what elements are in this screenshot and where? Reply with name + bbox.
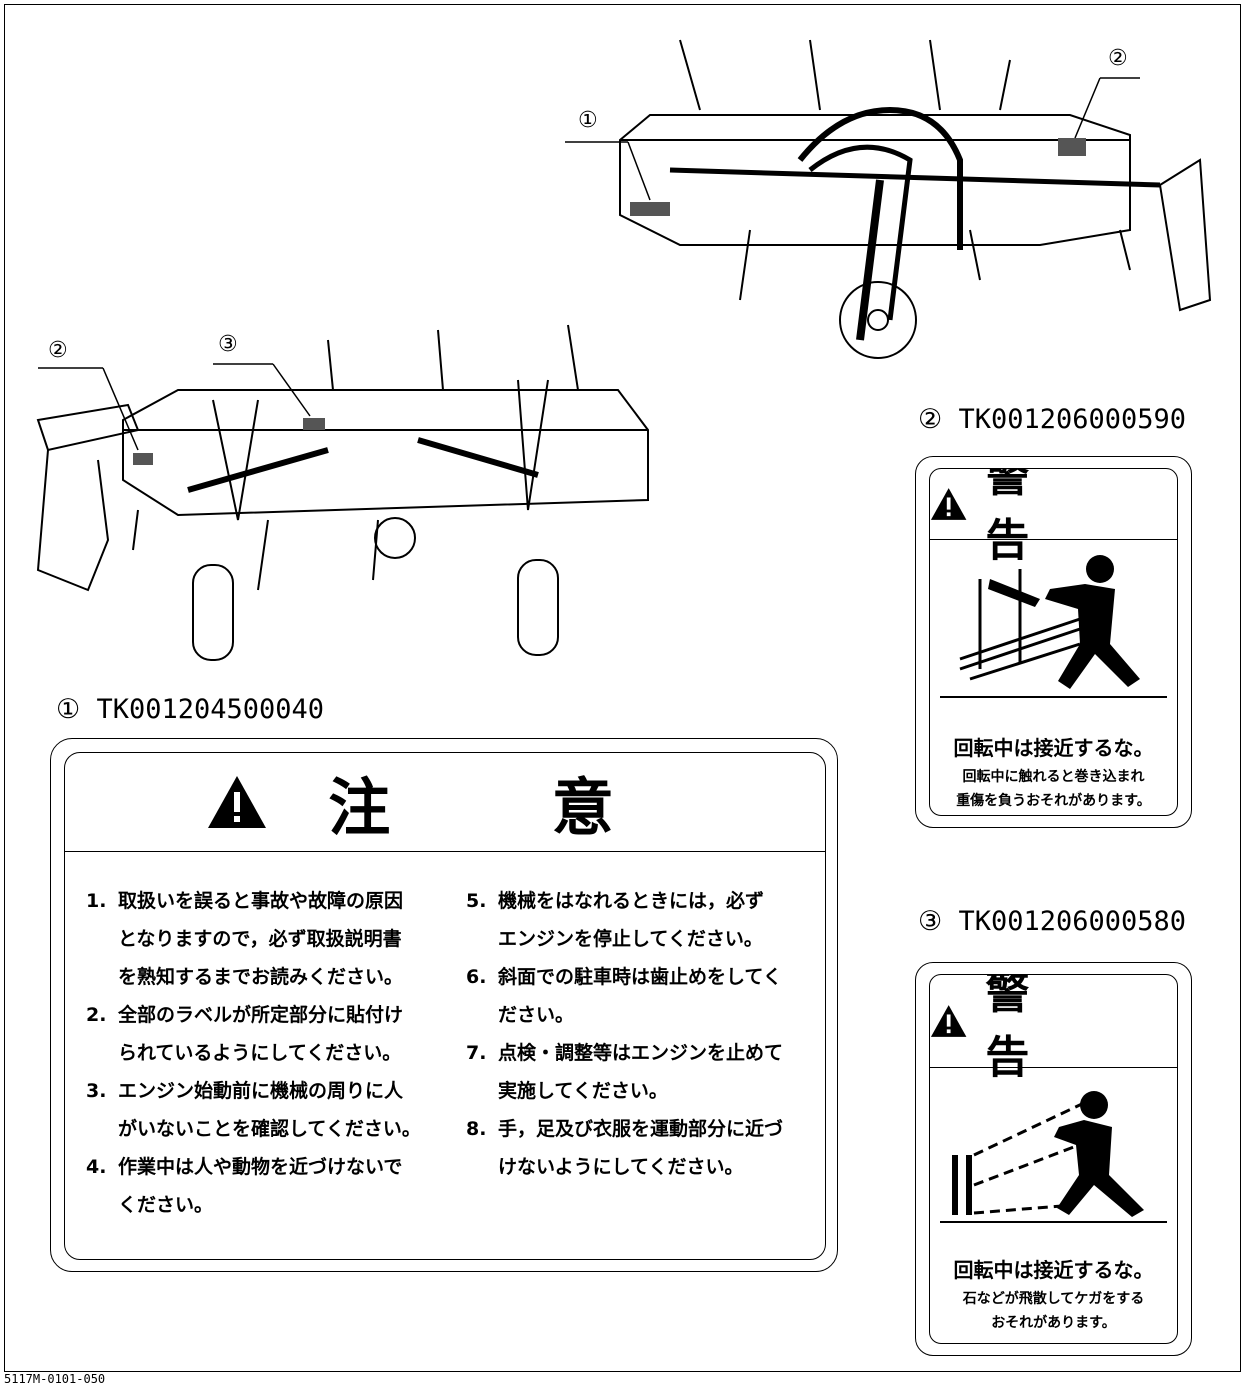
- warning-label-2-header: 警 告: [930, 469, 1177, 566]
- label-3-marker: [303, 418, 325, 430]
- warning-label-3-main: 回転中は接近するな。: [953, 1258, 1154, 1282]
- caution-item-number: 6.: [466, 966, 487, 988]
- label-1-id: ① TK001204500040: [56, 694, 325, 725]
- warning-label-3-sub1: 石などが飛散してケガをする: [962, 1291, 1145, 1307]
- warning-label-3-header: 警 告: [930, 975, 1177, 1083]
- warning-label-2-text: 回転中は接近するな。 回転中に触れると巻き込まれ 重傷を負うおそれがあります。: [930, 731, 1177, 813]
- label-2-id: ② TK001206000590: [918, 404, 1187, 435]
- document-code: 5117M-0101-050: [4, 1372, 106, 1386]
- callout-2: ②: [1108, 46, 1128, 71]
- label-3-id: ③ TK001206000580: [918, 906, 1187, 937]
- caution-item-number: 3.: [86, 1080, 107, 1102]
- warning-label-2-sub2: 重傷を負うおそれがあります。: [956, 793, 1151, 809]
- caution-item-text: 全部のラベルが所定部分に貼付け られているようにしてください。: [118, 1004, 404, 1064]
- label-1-marker: [630, 202, 670, 216]
- caution-item-text: 手，足及び衣服を運動部分に近づ けないようにしてください。: [498, 1118, 784, 1178]
- caution-item: 8. 手，足及び衣服を運動部分に近づ けないようにしてください。: [466, 1110, 783, 1186]
- caution-item-text: 作業中は人や動物を近づけないで ください。: [118, 1156, 403, 1216]
- caution-item: 4. 作業中は人や動物を近づけないで ください。: [86, 1148, 421, 1224]
- caution-item-number: 8.: [466, 1118, 487, 1140]
- caution-item: 5. 機械をはなれるときには，必ず エンジンを停止してください。: [466, 882, 783, 958]
- warning-label-2-outer: [915, 456, 1192, 828]
- caution-item: 7. 点検・調整等はエンジンを止めて 実施してください。: [466, 1034, 783, 1110]
- machine-front-illustration: [36, 324, 649, 661]
- warning-label-3: 警 告 回転中は接近するな。 石などが飛散してケガをする おそれがあります。: [929, 974, 1178, 1344]
- caution-items-left: 1. 取扱いを誤ると事故や故障の原因 となりますので，必ず取扱説明書 を熟知するま…: [86, 882, 421, 1224]
- callout-1: ①: [578, 108, 598, 133]
- caution-item-number: 2.: [86, 1004, 107, 1026]
- callout-3-left: ③: [218, 332, 238, 357]
- warning-label-2-sub1: 回転中に触れると巻き込まれ: [962, 769, 1145, 785]
- warning-triangle-icon: [930, 488, 967, 520]
- caution-label: [64, 752, 826, 1260]
- caution-item-text: 機械をはなれるときには，必ず エンジンを停止してください。: [498, 890, 765, 950]
- caution-item: 2. 全部のラベルが所定部分に貼付け られているようにしてください。: [86, 996, 421, 1072]
- caution-items-right: 5. 機械をはなれるときには，必ず エンジンを停止してください。 6. 斜面での駐車時…: [466, 882, 783, 1186]
- caution-item-number: 4.: [86, 1156, 107, 1178]
- warning-label-3-text: 回転中は接近するな。 石などが飛散してケガをする おそれがあります。: [930, 1253, 1177, 1335]
- warning-label-3-heading: 警 告: [985, 974, 1064, 1083]
- flying-debris-hazard-icon: [952, 1091, 1144, 1217]
- caution-item: 1. 取扱いを誤ると事故や故障の原因 となりますので，必ず取扱説明書 を熟知するま…: [86, 882, 421, 996]
- warning-triangle-icon: [208, 775, 267, 828]
- label-2-marker-front: [133, 453, 153, 465]
- warning-label-2: 警 告 回転中は接近するな。 回転中に触れると巻き込まれ 重傷を負うおそれがあり…: [929, 468, 1178, 816]
- caution-item-text: 斜面での駐車時は歯止めをしてく ださい。: [498, 966, 782, 1026]
- machine-rear-illustration: [565, 39, 1212, 359]
- caution-item-number: 7.: [466, 1042, 487, 1064]
- warning-label-3-sub2: おそれがあります。: [991, 1315, 1116, 1331]
- caution-item: 3. エンジン始動前に機械の周りに人 がいないことを確認してください。: [86, 1072, 421, 1148]
- caution-item-number: 1.: [86, 890, 107, 912]
- callout-2-left: ②: [48, 338, 68, 363]
- caution-item-number: 5.: [466, 890, 487, 912]
- caution-item-text: エンジン始動前に機械の周りに人 がいないことを確認してください。: [118, 1080, 421, 1140]
- page-frame: [4, 4, 1241, 1372]
- caution-heading: 注 意: [328, 770, 684, 844]
- caution-item-text: 取扱いを誤ると事故や故障の原因 となりますので，必ず取扱説明書 を熟知するまでお…: [118, 890, 404, 988]
- label-2-marker: [1058, 138, 1086, 156]
- caution-label-outer: [50, 738, 838, 1272]
- entanglement-hazard-icon: [959, 555, 1140, 689]
- caution-item: 6. 斜面での駐車時は歯止めをしてく ださい。: [466, 958, 783, 1034]
- warning-label-3-outer: [915, 962, 1192, 1356]
- caution-header: 注 意: [64, 752, 826, 852]
- caution-item-text: 点検・調整等はエンジンを止めて 実施してください。: [498, 1042, 784, 1102]
- warning-label-2-main: 回転中は接近するな。: [953, 736, 1154, 760]
- warning-label-2-heading: 警 告: [985, 468, 1064, 566]
- warning-triangle-icon: [930, 1005, 967, 1037]
